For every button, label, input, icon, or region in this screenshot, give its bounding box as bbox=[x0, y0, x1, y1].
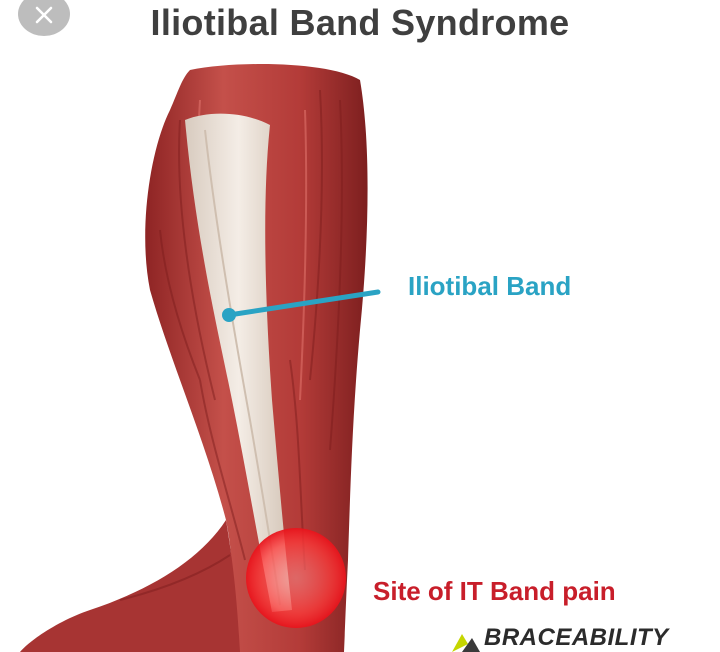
close-button[interactable] bbox=[18, 0, 70, 36]
pain-site-highlight bbox=[246, 528, 346, 628]
pain-site-label: Site of IT Band pain bbox=[373, 576, 616, 606]
brand-logo: BRACEABILITY bbox=[446, 628, 720, 652]
lower-leg-muscle bbox=[20, 520, 240, 652]
iliotibal-band-label: Iliotibal Band bbox=[408, 271, 572, 301]
iliotibial-band bbox=[185, 113, 292, 612]
page-title: Iliotibal Band Syndrome bbox=[150, 2, 570, 43]
iliotibal-band-pointer bbox=[226, 289, 381, 318]
brand-name: BRACEABILITY bbox=[484, 628, 669, 651]
braceability-logo-icon bbox=[452, 634, 480, 652]
close-icon bbox=[35, 6, 53, 24]
